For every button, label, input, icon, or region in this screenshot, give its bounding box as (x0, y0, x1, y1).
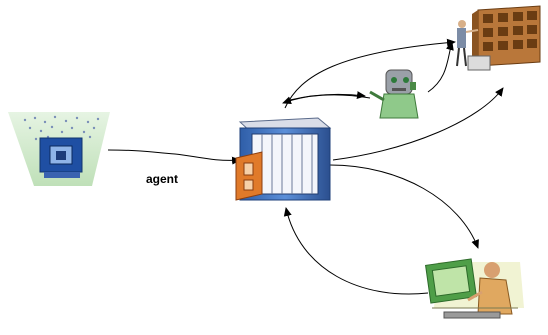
edge-server-to-archive (284, 38, 456, 109)
edge-robot-to-archive (427, 41, 454, 93)
filing-shelves-person-icon (456, 5, 541, 71)
edge-server-to-workstation (329, 164, 479, 249)
person-at-monitor-icon (425, 258, 524, 319)
edge-server-to-robot (289, 91, 366, 101)
server-doorway-icon (235, 117, 332, 201)
edge-label-agent: agent (146, 172, 178, 186)
edge-source-to-server (107, 149, 241, 165)
edges (107, 38, 504, 295)
edge-workstation-to-server (283, 207, 429, 295)
computer-with-stars-icon (8, 112, 110, 186)
edge-server-to-archive-lower (332, 87, 504, 161)
robot-icon (369, 69, 419, 119)
